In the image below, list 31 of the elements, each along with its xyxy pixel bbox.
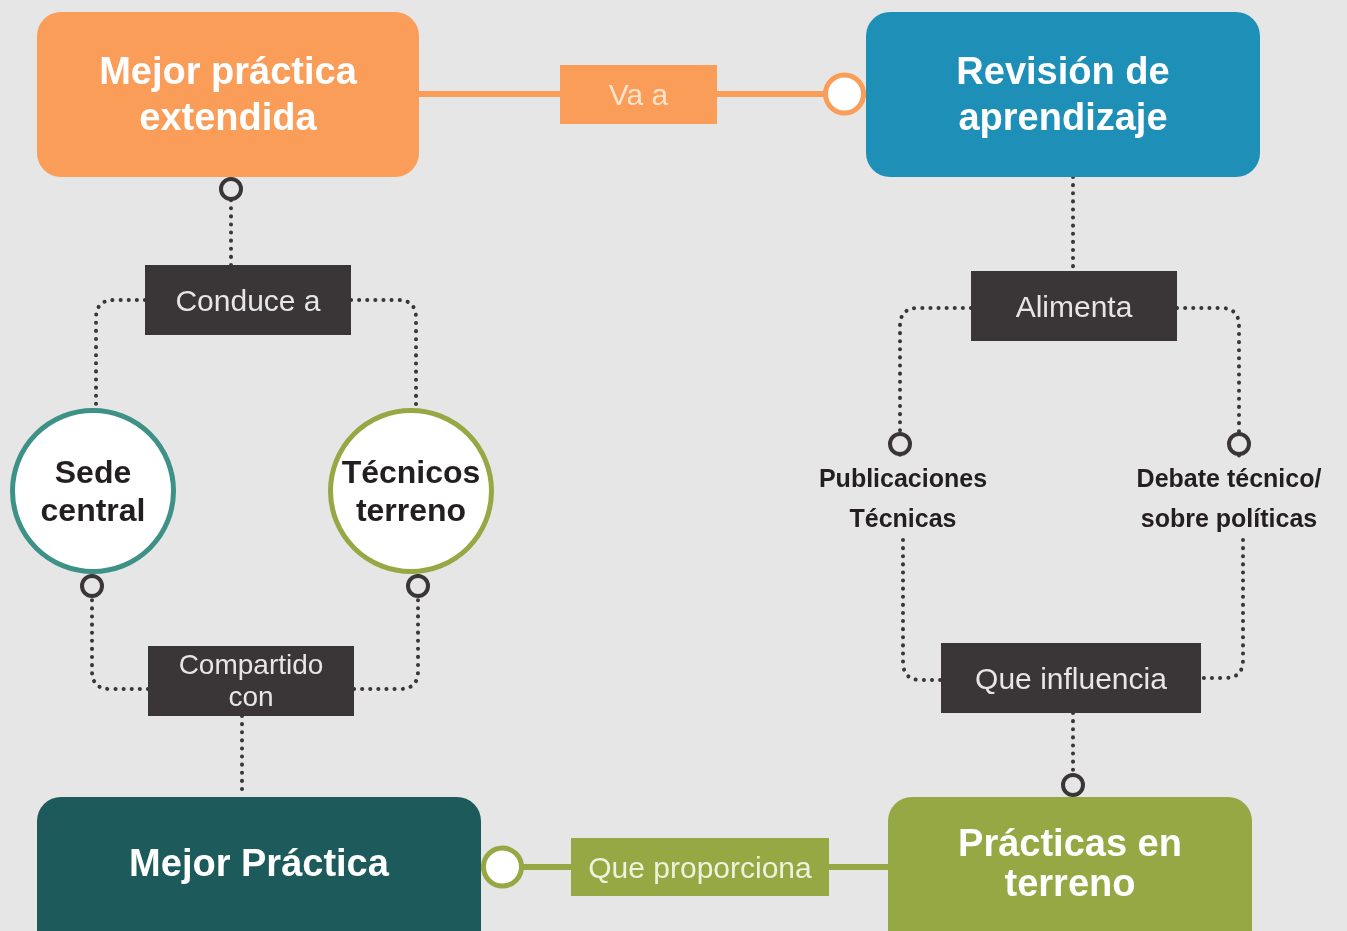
process-box (37, 797, 481, 931)
dotted-connector (901, 538, 943, 682)
node-text: Sede central (39, 452, 147, 530)
connector-label-box (145, 265, 351, 335)
connector-label-box (971, 271, 1177, 341)
dotted-connector (888, 306, 973, 458)
connector-label-box (560, 65, 717, 124)
connector-label-box (148, 646, 354, 716)
dotted-connector (1175, 306, 1251, 458)
dotted-connector (352, 572, 430, 691)
connector-label-box (571, 838, 829, 896)
node-text: Que influencia (975, 660, 1167, 697)
node-text: Publicaciones Técnicas (817, 463, 989, 534)
node-text: Mejor Práctica (128, 841, 390, 887)
node-text: Compartido con (177, 648, 325, 714)
node-text: Debate técnico/ sobre políticas (1135, 463, 1323, 534)
node-text: Técnicos terreno (340, 452, 482, 530)
process-box (888, 797, 1252, 931)
dotted-connector (219, 175, 243, 267)
node-text: Alimenta (1015, 288, 1133, 325)
node-text: Conduce a (175, 282, 321, 319)
node-text: Mejor práctica extendida (98, 48, 358, 140)
node-text: Que proporciona (588, 849, 812, 886)
node-text: Prácticas en terreno (957, 824, 1183, 904)
process-box (37, 12, 419, 177)
dotted-connector (1061, 711, 1085, 799)
connector-label-box (941, 643, 1201, 713)
node-text: Revisión de aprendizaje (955, 48, 1171, 140)
process-box (866, 12, 1260, 177)
node-text: Va a (608, 77, 669, 113)
dotted-connector (80, 572, 150, 691)
